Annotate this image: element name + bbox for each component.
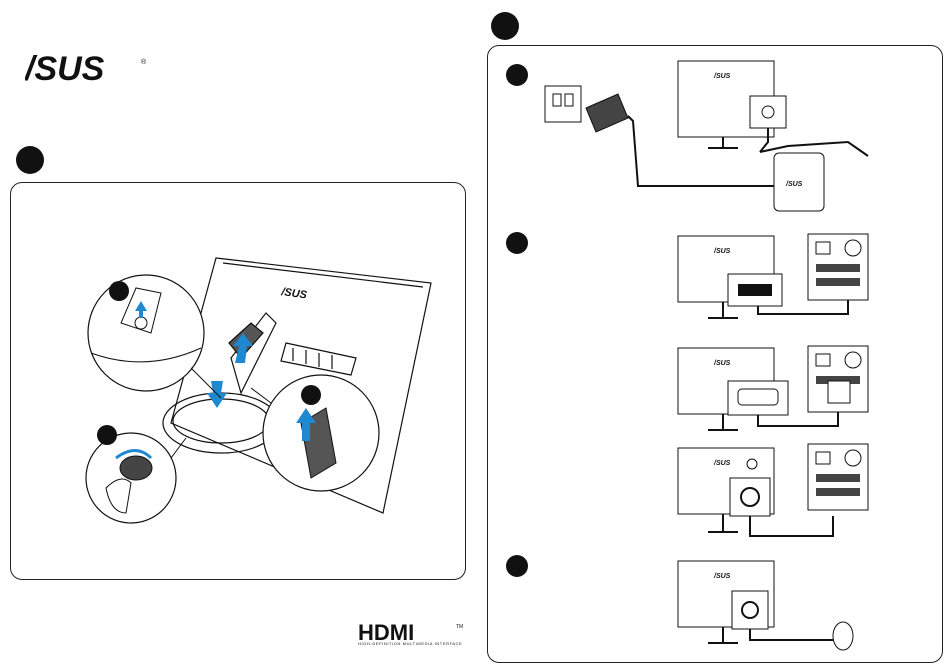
- step-2-marker: [491, 12, 519, 40]
- audio-in-row: /SUS: [678, 444, 868, 536]
- stand-assembly-panel: /SUS: [10, 182, 466, 580]
- adapter-logo: /SUS: [785, 181, 803, 188]
- monitor-power-logo: /SUS: [713, 73, 731, 80]
- sub-marker-a: [109, 281, 129, 301]
- hdmi-tagline: HIGH-DEFINITION MULTIMEDIA INTERFACE: [358, 641, 462, 646]
- detail-circle-a: [88, 275, 221, 398]
- power-plug-icon: [586, 94, 628, 132]
- asus-logo: /SUS ®: [25, 52, 150, 88]
- power-row: /SUS /SUS: [545, 61, 868, 211]
- sub-marker-b: [97, 425, 117, 445]
- wall-outlet-icon: [545, 86, 581, 122]
- headphone-icon: [833, 622, 853, 650]
- monitor-vga-logo: /SUS: [713, 360, 731, 367]
- monitor-headphone-logo: /SUS: [713, 573, 731, 580]
- sub-marker-c: [301, 385, 321, 405]
- step-1-marker: [16, 146, 44, 174]
- connections-panel: /SUS /SUS /SUS: [487, 45, 943, 663]
- registered-mark: ®: [141, 58, 147, 66]
- connection-step-audio-marker: [506, 555, 528, 577]
- detail-circle-c: [251, 375, 379, 491]
- vga-row: /SUS: [678, 346, 868, 430]
- headphone-row: /SUS: [678, 561, 853, 650]
- connection-step-power-marker: [506, 64, 528, 86]
- monitor-audio-logo: /SUS: [713, 460, 731, 467]
- stand-neck: [229, 313, 276, 393]
- stand-assembly-illustration: /SUS: [11, 183, 467, 581]
- hdmi-trademark: TM: [456, 624, 463, 630]
- asus-logo-text: /SUS: [25, 52, 105, 88]
- hdmi-row: /SUS: [678, 234, 868, 318]
- monitor-back-logo: /SUS: [280, 286, 309, 302]
- detail-circle-b: [86, 425, 186, 523]
- connections-illustration: /SUS /SUS /SUS: [488, 46, 944, 664]
- monitor-hdmi-logo: /SUS: [713, 248, 731, 255]
- connection-step-video-marker: [506, 232, 528, 254]
